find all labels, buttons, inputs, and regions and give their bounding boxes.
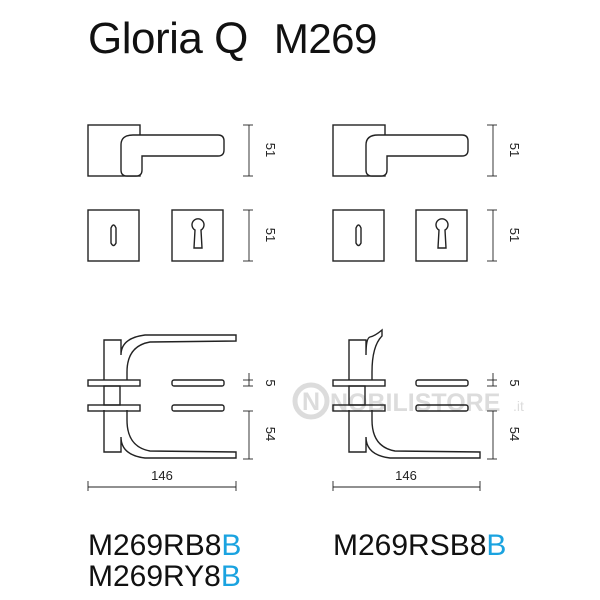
spindle — [103, 385, 121, 406]
lever-side-view-right — [332, 328, 481, 459]
thickness-label-right: 5 — [507, 379, 522, 386]
watermark: N NOBILISTORE .it — [292, 382, 524, 420]
lever-front-view-left — [87, 124, 225, 177]
escutcheon-plate-bottom — [171, 404, 225, 412]
keyhole-icon — [110, 224, 117, 247]
dimension-thickness-right — [487, 373, 497, 387]
product-code-rsb8b: M269RSB8B — [333, 531, 506, 561]
rose-height-label-left: 51 — [263, 143, 278, 157]
product-code-ry8b: M269RY8B — [88, 562, 241, 592]
model-number: M269 — [273, 15, 378, 62]
lever-length-label-left: 146 — [151, 468, 173, 483]
dimension-lever-height-right — [487, 410, 497, 460]
lever-side-view-left — [87, 334, 237, 459]
escutcheons-left — [87, 209, 224, 262]
code-base: M269RY8 — [88, 560, 221, 593]
dimension-lever-height-left — [243, 410, 253, 460]
lever-handle — [365, 134, 469, 177]
escutcheon-plate-bottom — [415, 404, 469, 412]
product-code-rb8b: M269RB8B — [88, 531, 241, 561]
code-suffix: B — [220, 560, 241, 593]
watermark-logo: N — [302, 388, 320, 416]
euro-cylinder-icon — [435, 218, 449, 249]
rose-height-label-right: 51 — [507, 143, 522, 157]
code-suffix: B — [486, 529, 507, 562]
keyhole-escutcheon — [332, 209, 385, 262]
dimension-lever-length-left — [87, 481, 237, 491]
lever-height-label-right: 54 — [507, 427, 522, 441]
keyhole-escutcheon — [87, 209, 140, 262]
lever-length-label-right: 146 — [395, 468, 417, 483]
lever-handle — [120, 134, 225, 177]
dimension-rose-height-right — [487, 124, 497, 177]
code-base: M269RB8 — [88, 529, 222, 562]
rose-plate-top — [332, 379, 386, 387]
lever-front-view-right — [332, 124, 469, 177]
cylinder-escutcheon — [171, 209, 224, 262]
dimension-rose-height-left — [243, 124, 253, 177]
dimension-escutcheon-height-right — [487, 209, 497, 262]
escutcheons-right — [332, 209, 468, 262]
product-name: Gloria Q — [88, 14, 248, 63]
watermark-domain: .it — [513, 398, 524, 414]
watermark-brand: NOBILISTORE — [330, 389, 500, 417]
cylinder-escutcheon — [415, 209, 468, 262]
dimension-thickness-left — [243, 373, 253, 387]
code-base: M269RSB8 — [333, 529, 487, 562]
keyhole-icon — [355, 224, 362, 247]
euro-cylinder-icon — [191, 218, 205, 249]
code-suffix: B — [221, 529, 242, 562]
rose-plate-top — [87, 379, 141, 387]
page-title: Gloria Q M269 — [88, 14, 377, 64]
escutcheon-height-label-right: 51 — [507, 228, 522, 242]
escutcheon-height-label-left: 51 — [263, 228, 278, 242]
dimension-lever-length-right — [332, 481, 481, 491]
spindle — [348, 385, 366, 406]
thickness-label-left: 5 — [263, 379, 278, 386]
escutcheon-plate-top — [171, 379, 225, 387]
escutcheon-plate-top — [415, 379, 469, 387]
rose-plate-bottom — [87, 404, 141, 412]
lever-height-label-left: 54 — [263, 427, 278, 441]
dimension-escutcheon-height-left — [243, 209, 253, 262]
